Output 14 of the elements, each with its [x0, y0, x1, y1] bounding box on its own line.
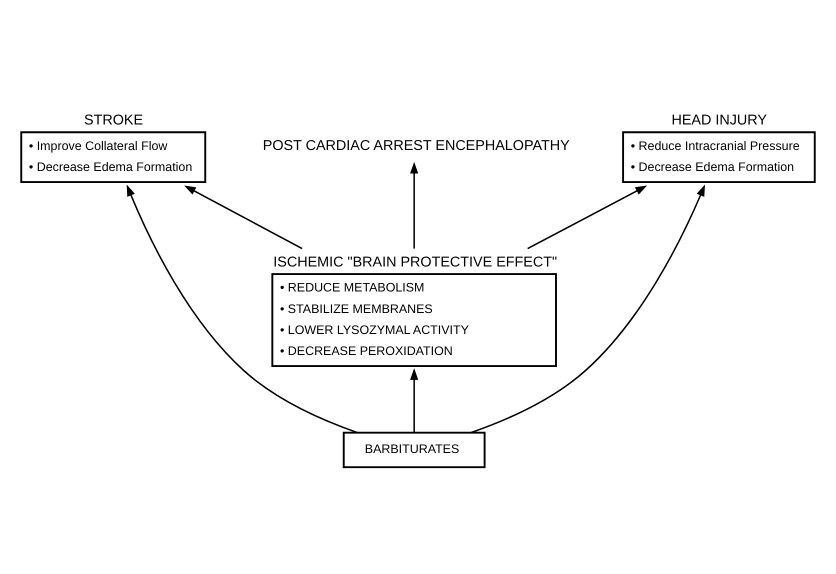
node-box: BARBITURATES: [342, 432, 486, 468]
arrow: [410, 368, 418, 433]
node-box: • REDUCE METABOLISM • STABILIZE MEMBRANES • LOWER LYSOZYMAL ACTIVITY • DECREASE PEROXIDATION: [271, 273, 557, 368]
arrow: [410, 162, 418, 249]
arrow: [470, 184, 706, 434]
node-box: • Improve Collateral Flow • Decrease Edema Formation: [20, 131, 206, 184]
node-box: • Reduce Intracranial Pressure • Decrease Edema Formation: [622, 131, 816, 184]
node-label: HEAD INJURY: [671, 112, 767, 129]
node-label: ISCHEMIC "BRAIN PROTECTIVE EFFECT": [273, 254, 558, 270]
arrow: [126, 184, 358, 434]
node-label: STROKE: [84, 112, 144, 129]
arrow: [184, 185, 302, 250]
arrow: [527, 185, 648, 250]
node-text: POST CARDIAC ARREST ENCEPHALOPATHY: [262, 138, 570, 154]
